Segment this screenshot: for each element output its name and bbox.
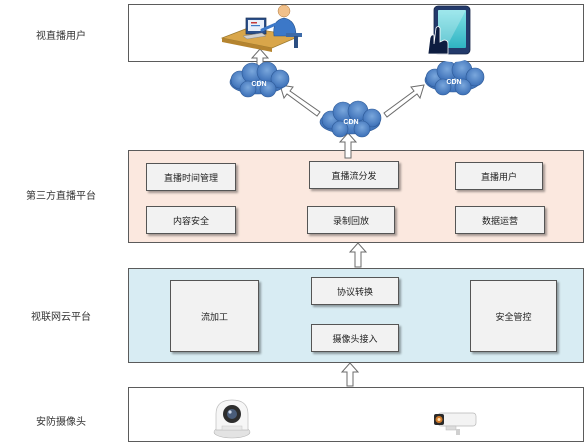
cdn-cloud-left: CDN xyxy=(229,61,290,98)
arrow-cdn-to-left-cdn xyxy=(279,84,321,117)
dome-camera-icon xyxy=(213,399,251,439)
tier-label-users: 视直播用户 xyxy=(36,31,86,42)
arrow-camera-to-cloud xyxy=(340,362,360,387)
arrow-cdn-to-right-cdn xyxy=(383,84,425,118)
cdn-label-right: CDN xyxy=(446,79,461,86)
cloud-platform-layer: 流加工 协议转换 摄像头接入 安全管控 xyxy=(128,268,584,363)
cdn-cloud-right: CDN xyxy=(424,59,485,96)
desktop-user-icon xyxy=(220,4,302,52)
tablet-touch-icon xyxy=(422,5,484,62)
tier-label-camera: 安防摄像头 xyxy=(36,417,86,428)
module-live-users: 直播用户 xyxy=(455,162,543,190)
cdn-label-left: CDN xyxy=(251,81,266,88)
arrow-third-party-to-cdn xyxy=(338,132,358,159)
module-record-playback: 录制回放 xyxy=(307,206,395,234)
tier-label-third-party: 第三方直播平台 xyxy=(26,191,96,202)
module-protocol-conversion: 协议转换 xyxy=(311,277,399,305)
tier-label-cloud: 视联网云平台 xyxy=(31,312,91,323)
module-live-time-mgmt: 直播时间管理 xyxy=(146,163,236,191)
cdn-cloud-center: CDN xyxy=(319,100,382,138)
third-party-platform-layer: 直播时间管理 直播流分发 直播用户 内容安全 录制回放 数据运营 xyxy=(128,150,584,243)
bullet-camera-icon xyxy=(434,412,477,435)
module-data-operations: 数据运营 xyxy=(455,206,545,234)
arrow-cloud-to-third-party xyxy=(348,242,368,268)
module-stream-distribution: 直播流分发 xyxy=(309,161,399,189)
camera-layer xyxy=(128,387,584,442)
module-content-security: 内容安全 xyxy=(146,206,236,234)
module-camera-access: 摄像头接入 xyxy=(311,324,399,352)
cdn-label-center: CDN xyxy=(343,119,358,126)
module-security-control: 安全管控 xyxy=(470,280,557,352)
module-stream-processing: 流加工 xyxy=(170,280,259,352)
users-layer xyxy=(128,4,584,62)
